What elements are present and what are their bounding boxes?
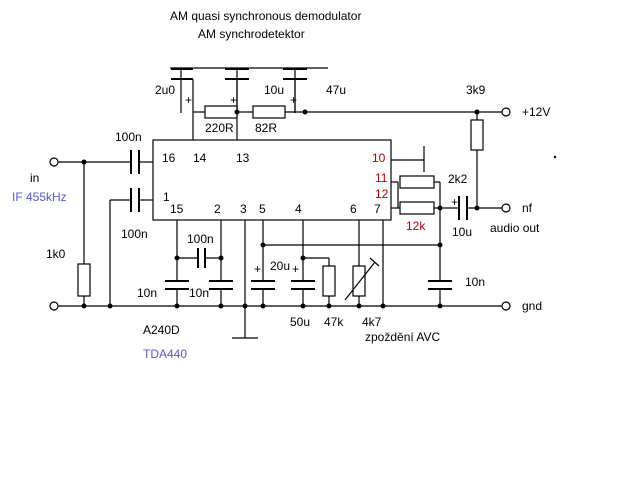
c-47u-label: 47u — [326, 83, 346, 97]
pin-15-label: 15 — [170, 202, 184, 216]
output-network — [391, 175, 502, 306]
ground-terminal-right — [501, 301, 511, 311]
c-20u-plus-a: + — [254, 262, 261, 276]
c-10n-a-label: 10n — [137, 286, 157, 300]
r-82-label: 82R — [255, 121, 277, 135]
c-100n-b-label: 100n — [121, 227, 148, 241]
r-4k7-label: 4k7 — [362, 315, 382, 329]
output-terminal — [501, 203, 511, 213]
r-12k-label: 12k — [406, 219, 426, 233]
stray-dot — [553, 155, 557, 159]
c-100n-in-label: 100n — [115, 130, 142, 144]
pin-12-label: 12 — [375, 187, 389, 201]
bottom-network — [165, 220, 443, 339]
pin-16-label: 16 — [162, 151, 176, 165]
c-2u0-label: 2u0 — [155, 83, 175, 97]
top-decoupling — [170, 67, 328, 140]
r-1k0-label: 1k0 — [46, 247, 66, 261]
pin-7-label: 7 — [374, 202, 381, 216]
ground-terminal-left — [49, 301, 59, 311]
ic-name: A240D — [143, 323, 180, 337]
ground-rail — [58, 303, 502, 309]
title-line-1: AM quasi synchronous demodulator — [170, 9, 361, 23]
avc-note: zpoždění AVC — [365, 330, 440, 344]
ic-alt-name: TDA440 — [143, 347, 187, 361]
supply-resistors — [193, 105, 502, 119]
pin-10-label: 10 — [372, 151, 386, 165]
c-10n-right-label: 10n — [465, 275, 485, 289]
input-label: in — [30, 171, 39, 185]
ic-body — [152, 139, 392, 221]
if-freq-label: IF 455kHz — [12, 190, 67, 204]
c-100n-mid-label: 100n — [187, 232, 214, 246]
r-3k9-label: 3k9 — [466, 83, 486, 97]
output-desc: audio out — [490, 221, 540, 235]
output-label: nf — [522, 201, 533, 215]
pin-5-label: 5 — [259, 202, 266, 216]
r-47k-label: 47k — [324, 315, 344, 329]
c-2u0-plus: + — [185, 93, 192, 107]
c-50u-plus: + — [292, 262, 299, 276]
pin-6-label: 6 — [350, 202, 357, 216]
title-line-2: AM synchrodetektor — [198, 27, 305, 41]
vcc-label: +12V — [522, 105, 550, 119]
pin-3-label: 3 — [240, 202, 247, 216]
c-10n-b-label: 10n — [189, 286, 209, 300]
r-2k2-label: 2k2 — [448, 172, 468, 186]
ground-label: gnd — [522, 299, 542, 313]
c-50u-label: 50u — [290, 315, 310, 329]
c-10u-out-plus: + — [451, 195, 458, 209]
input-network — [58, 150, 153, 306]
input-terminal — [49, 157, 59, 167]
pin-11-label: 11 — [375, 171, 388, 185]
c-10u-out-label: 10u — [452, 225, 472, 239]
pin-13-label: 13 — [236, 151, 250, 165]
r-220-label: 220R — [205, 121, 234, 135]
vcc-terminal — [501, 107, 511, 117]
pin-14-label: 14 — [193, 151, 207, 165]
r-3k9 — [470, 112, 484, 208]
pin-4-label: 4 — [295, 202, 302, 216]
c-10u-top-plus: + — [230, 93, 237, 107]
pin-2-label: 2 — [214, 202, 221, 216]
c-47u-plus: + — [290, 93, 297, 107]
pin-1-label: 1 — [163, 190, 170, 204]
c-20u-label: 20u — [270, 259, 290, 273]
c-10u-top-label: 10u — [264, 83, 284, 97]
